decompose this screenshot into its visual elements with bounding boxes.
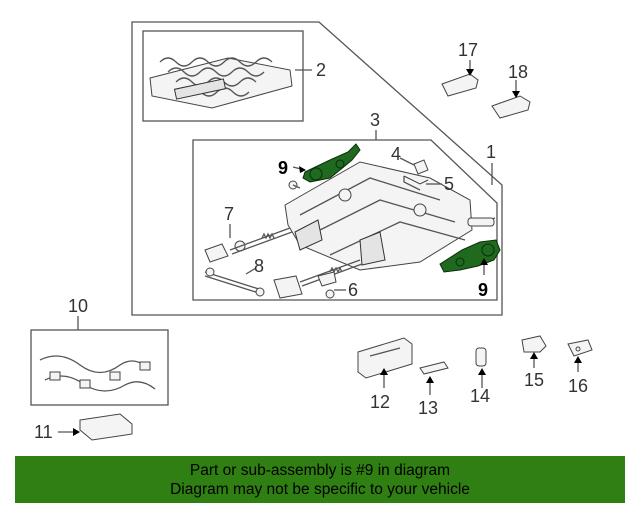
arrow-13 <box>426 376 434 383</box>
arrow-9b <box>480 258 488 265</box>
parts-diagram: 2 3 1 9 9 4 5 <box>30 21 593 442</box>
banner-line-2: Diagram may not be specific to your vehi… <box>170 481 470 498</box>
seat-track-part-9-lower[interactable] <box>439 239 501 273</box>
callout-2[interactable]: 2 <box>316 60 326 80</box>
cover-part-17[interactable] <box>441 73 479 97</box>
arrow-15 <box>530 352 538 359</box>
arrow-11 <box>73 428 80 436</box>
callout-16[interactable]: 16 <box>568 376 588 396</box>
callout-12[interactable]: 12 <box>370 392 390 412</box>
arrow-18 <box>512 91 520 98</box>
callout-7[interactable]: 7 <box>224 204 234 224</box>
clip-part-4[interactable] <box>413 159 429 175</box>
wire-harness-part-10[interactable] <box>39 355 156 392</box>
callout-5[interactable]: 5 <box>444 174 454 194</box>
switch-part-12[interactable] <box>357 337 413 379</box>
knob-part-13[interactable] <box>419 361 449 375</box>
callout-9-lower[interactable]: 9 <box>478 280 488 300</box>
banner-line-1: Part or sub-assembly is #9 in diagram <box>189 462 451 479</box>
callout-10[interactable]: 10 <box>68 296 88 316</box>
knob-part-14[interactable] <box>475 347 487 367</box>
cover-part-18[interactable] <box>491 95 531 119</box>
leader-8 <box>245 267 257 275</box>
callout-13[interactable]: 13 <box>418 398 438 418</box>
motor-cable-part-7[interactable] <box>204 227 293 263</box>
seat-cushion-part[interactable] <box>149 57 293 109</box>
arrow-12 <box>380 368 388 375</box>
callout-1[interactable]: 1 <box>486 142 496 162</box>
clip-part-15[interactable] <box>521 335 547 353</box>
callout-8[interactable]: 8 <box>254 256 264 276</box>
callout-11[interactable]: 11 <box>34 422 53 442</box>
clip-part-16[interactable] <box>567 339 593 357</box>
arrow-14 <box>478 368 486 375</box>
motor-cable-part-6[interactable] <box>299 259 363 299</box>
callout-17[interactable]: 17 <box>458 40 478 60</box>
motor-cable-part-8[interactable] <box>204 267 303 299</box>
callout-4[interactable]: 4 <box>391 144 401 164</box>
harness-frame <box>30 329 169 406</box>
callout-14[interactable]: 14 <box>470 386 490 406</box>
leader-4 <box>399 157 415 166</box>
seat-frame-part[interactable] <box>284 161 496 271</box>
callout-18[interactable]: 18 <box>508 62 528 82</box>
control-module-part-11[interactable] <box>79 413 133 441</box>
assembly-frame <box>131 21 503 316</box>
callout-3[interactable]: 3 <box>370 110 380 130</box>
bracket-part-5[interactable] <box>403 175 429 191</box>
arrow-17 <box>466 69 474 76</box>
arrow-9a <box>299 166 306 173</box>
callout-15[interactable]: 15 <box>524 370 544 390</box>
cushion-frame <box>142 30 304 122</box>
bolt-part[interactable] <box>288 180 301 190</box>
arrow-16 <box>574 356 582 363</box>
callout-9-upper[interactable]: 9 <box>278 158 288 178</box>
seat-track-part-9-upper[interactable] <box>302 143 361 183</box>
part-info-banner: Part or sub-assembly is #9 in diagram Di… <box>15 456 625 503</box>
callout-6[interactable]: 6 <box>348 280 358 300</box>
